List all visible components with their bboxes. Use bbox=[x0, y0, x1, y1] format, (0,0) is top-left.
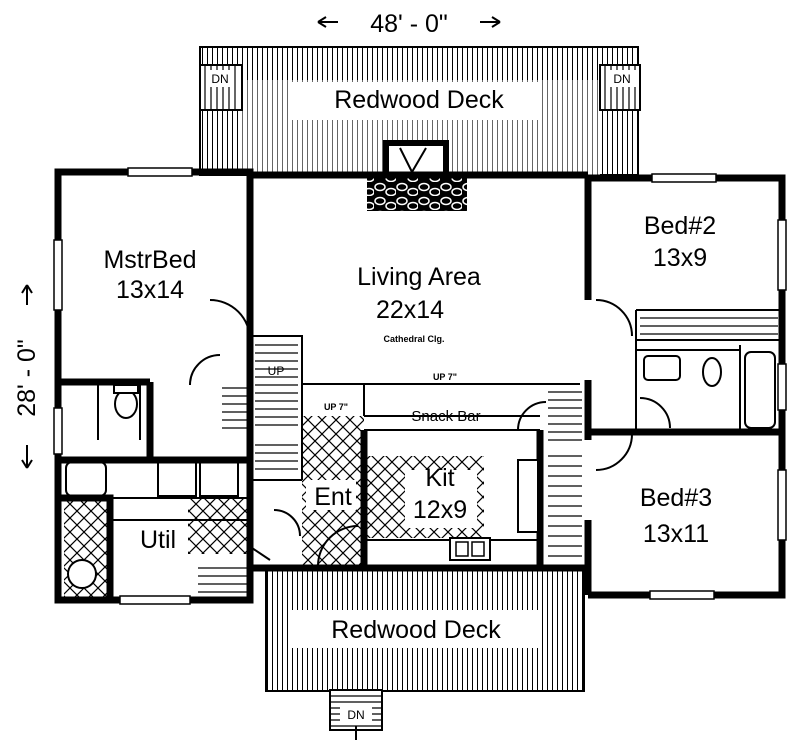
up-7-left: UP 7" bbox=[324, 402, 348, 412]
living-name: Living Area bbox=[357, 263, 481, 291]
stair-dn-bottom: DN bbox=[347, 708, 364, 722]
bed3-name: Bed#3 bbox=[640, 484, 712, 512]
kitchen-name: Kit bbox=[425, 464, 454, 492]
util-floor-right bbox=[188, 498, 252, 554]
up-7-top: UP 7" bbox=[433, 372, 457, 382]
stair-dn-right: DN bbox=[613, 72, 630, 86]
bed2-size: 13x9 bbox=[653, 244, 707, 272]
bed3-size: 13x11 bbox=[643, 520, 709, 548]
width-dimension: 48' - 0" bbox=[370, 10, 448, 38]
master-bed-name: MstrBed bbox=[103, 246, 196, 274]
deck-bottom-label: Redwood Deck bbox=[331, 616, 501, 644]
living-note: Cathedral Clg. bbox=[383, 334, 444, 344]
bottom-deck bbox=[265, 565, 585, 740]
living-size: 22x14 bbox=[376, 296, 444, 324]
deck-top-label: Redwood Deck bbox=[334, 86, 504, 114]
kitchen-size: 12x9 bbox=[413, 496, 467, 524]
fireplace bbox=[367, 140, 467, 211]
windows bbox=[53, 167, 787, 605]
entry-label: Ent bbox=[314, 483, 352, 511]
master-bed-size: 13x14 bbox=[116, 276, 184, 304]
top-deck bbox=[199, 46, 641, 176]
dimension-arrows bbox=[21, 16, 501, 469]
snack-bar-label: Snack Bar bbox=[411, 408, 480, 425]
bed2-name: Bed#2 bbox=[644, 212, 716, 240]
utility-label: Util bbox=[140, 526, 176, 554]
doors bbox=[189, 299, 671, 567]
stair-dn-left: DN bbox=[211, 72, 228, 86]
stair-up-label: UP bbox=[268, 364, 285, 378]
depth-dimension: 28' - 0" bbox=[13, 339, 41, 417]
fixtures bbox=[65, 351, 776, 589]
